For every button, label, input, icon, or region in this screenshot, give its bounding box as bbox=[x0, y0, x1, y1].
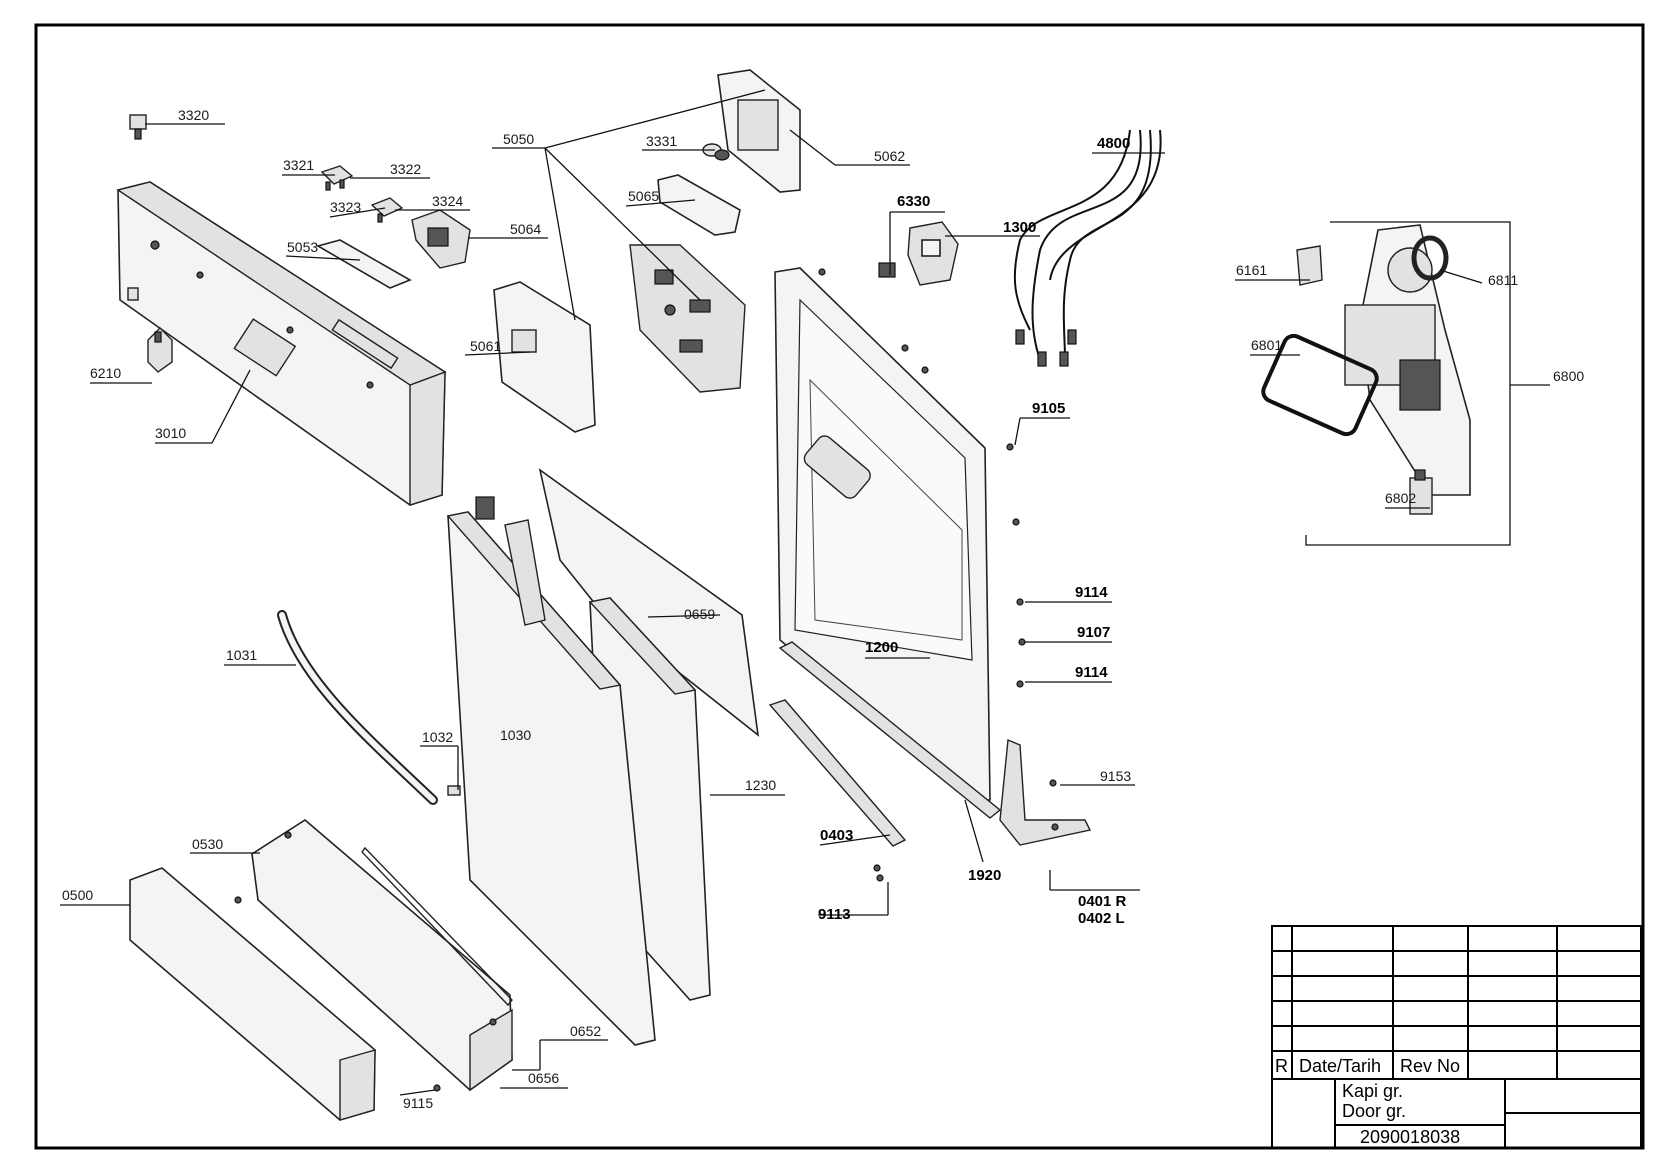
inner-door-1200 bbox=[774, 267, 1092, 846]
label-5064: 5064 bbox=[510, 221, 541, 237]
drawing-frame bbox=[34, 23, 1645, 1150]
pcb-board bbox=[629, 244, 746, 393]
screws bbox=[234, 268, 1059, 1092]
part-6802 bbox=[1409, 469, 1433, 515]
label-5061: 5061 bbox=[470, 338, 501, 354]
label-6210: 6210 bbox=[90, 365, 121, 381]
part-6210 bbox=[147, 327, 173, 373]
label-0659: 0659 bbox=[684, 606, 715, 622]
label-0401: 0401 R bbox=[1078, 893, 1127, 910]
part-6330 bbox=[878, 262, 896, 278]
part-3321 bbox=[320, 165, 354, 191]
label-9115: 9115 bbox=[403, 1095, 433, 1111]
label-1920: 1920 bbox=[968, 867, 1001, 884]
label-3322: 3322 bbox=[390, 161, 421, 177]
part-5053 bbox=[315, 239, 412, 289]
label-1030: 1030 bbox=[500, 727, 531, 743]
name-tr: Kapi gr. bbox=[1342, 1081, 1403, 1101]
part-6801 bbox=[1261, 333, 1379, 437]
plug-1032 bbox=[447, 785, 461, 796]
clip-1030 bbox=[475, 496, 495, 520]
label-6330: 6330 bbox=[897, 193, 930, 210]
label-0403: 0403 bbox=[820, 827, 853, 844]
label-3010: 3010 bbox=[155, 425, 186, 441]
drawing-number: 2090018038 bbox=[1360, 1127, 1460, 1147]
label-9107: 9107 bbox=[1077, 624, 1110, 641]
part-0652 bbox=[361, 846, 513, 1007]
label-9114-upper: 9114 bbox=[1075, 584, 1108, 601]
label-9153: 9153 bbox=[1100, 768, 1131, 784]
label-9113: 9113 bbox=[818, 906, 851, 923]
label-6802: 6802 bbox=[1385, 490, 1416, 506]
part-labels: 3320 3321 3322 3323 3324 5053 5064 5050 … bbox=[62, 107, 1584, 1111]
part-5064 bbox=[411, 209, 471, 269]
rev-no-label: Rev No bbox=[1400, 1056, 1460, 1076]
label-6800: 6800 bbox=[1553, 368, 1584, 384]
label-0402: 0402 L bbox=[1078, 910, 1125, 927]
part-3323 bbox=[370, 197, 404, 223]
part-5061 bbox=[493, 281, 596, 433]
label-3324: 3324 bbox=[432, 193, 463, 209]
label-0530: 0530 bbox=[192, 836, 223, 852]
label-6801: 6801 bbox=[1251, 337, 1282, 353]
label-0652: 0652 bbox=[570, 1023, 601, 1039]
control-panel-3010 bbox=[116, 181, 447, 506]
part-5065 bbox=[657, 174, 741, 236]
part-3320 bbox=[129, 114, 147, 140]
label-1032: 1032 bbox=[422, 729, 453, 745]
part-3331 bbox=[702, 143, 730, 161]
label-3331: 3331 bbox=[646, 133, 677, 149]
label-3321: 3321 bbox=[283, 157, 314, 173]
label-1200: 1200 bbox=[865, 639, 898, 656]
part-1920 bbox=[778, 641, 1002, 819]
leader-lines bbox=[60, 89, 1550, 1096]
label-0500: 0500 bbox=[62, 887, 93, 903]
label-5062: 5062 bbox=[874, 148, 905, 164]
label-3320: 3320 bbox=[178, 107, 209, 123]
label-5050: 5050 bbox=[503, 131, 534, 147]
label-6811: 6811 bbox=[1488, 272, 1518, 288]
label-6161: 6161 bbox=[1236, 262, 1267, 278]
hose-1031 bbox=[277, 610, 438, 805]
label-0656: 0656 bbox=[528, 1070, 559, 1086]
label-4800: 4800 bbox=[1097, 135, 1130, 152]
date-label: Date/Tarih bbox=[1299, 1056, 1381, 1076]
wiring-harness-4800 bbox=[1013, 129, 1162, 367]
label-9105: 9105 bbox=[1032, 400, 1065, 417]
label-1300: 1300 bbox=[1003, 219, 1036, 236]
label-3323: 3323 bbox=[330, 199, 361, 215]
label-1031: 1031 bbox=[226, 647, 257, 663]
name-en: Door gr. bbox=[1342, 1101, 1406, 1121]
detergent-dispenser-6800 bbox=[1344, 224, 1471, 496]
label-1230: 1230 bbox=[745, 777, 776, 793]
part-1300 bbox=[907, 221, 959, 286]
part-6161 bbox=[1296, 245, 1323, 286]
title-block: R Date/Tarih Rev No Kapi gr. Door gr. 20… bbox=[1271, 925, 1642, 1149]
spacer-bar bbox=[504, 519, 546, 626]
rev-mark: R bbox=[1275, 1056, 1288, 1076]
group-bracket-6800 bbox=[1305, 221, 1511, 546]
part-0403 bbox=[768, 699, 907, 847]
label-9114-lower: 9114 bbox=[1075, 664, 1108, 681]
label-5065: 5065 bbox=[628, 188, 659, 204]
label-5053: 5053 bbox=[287, 239, 318, 255]
